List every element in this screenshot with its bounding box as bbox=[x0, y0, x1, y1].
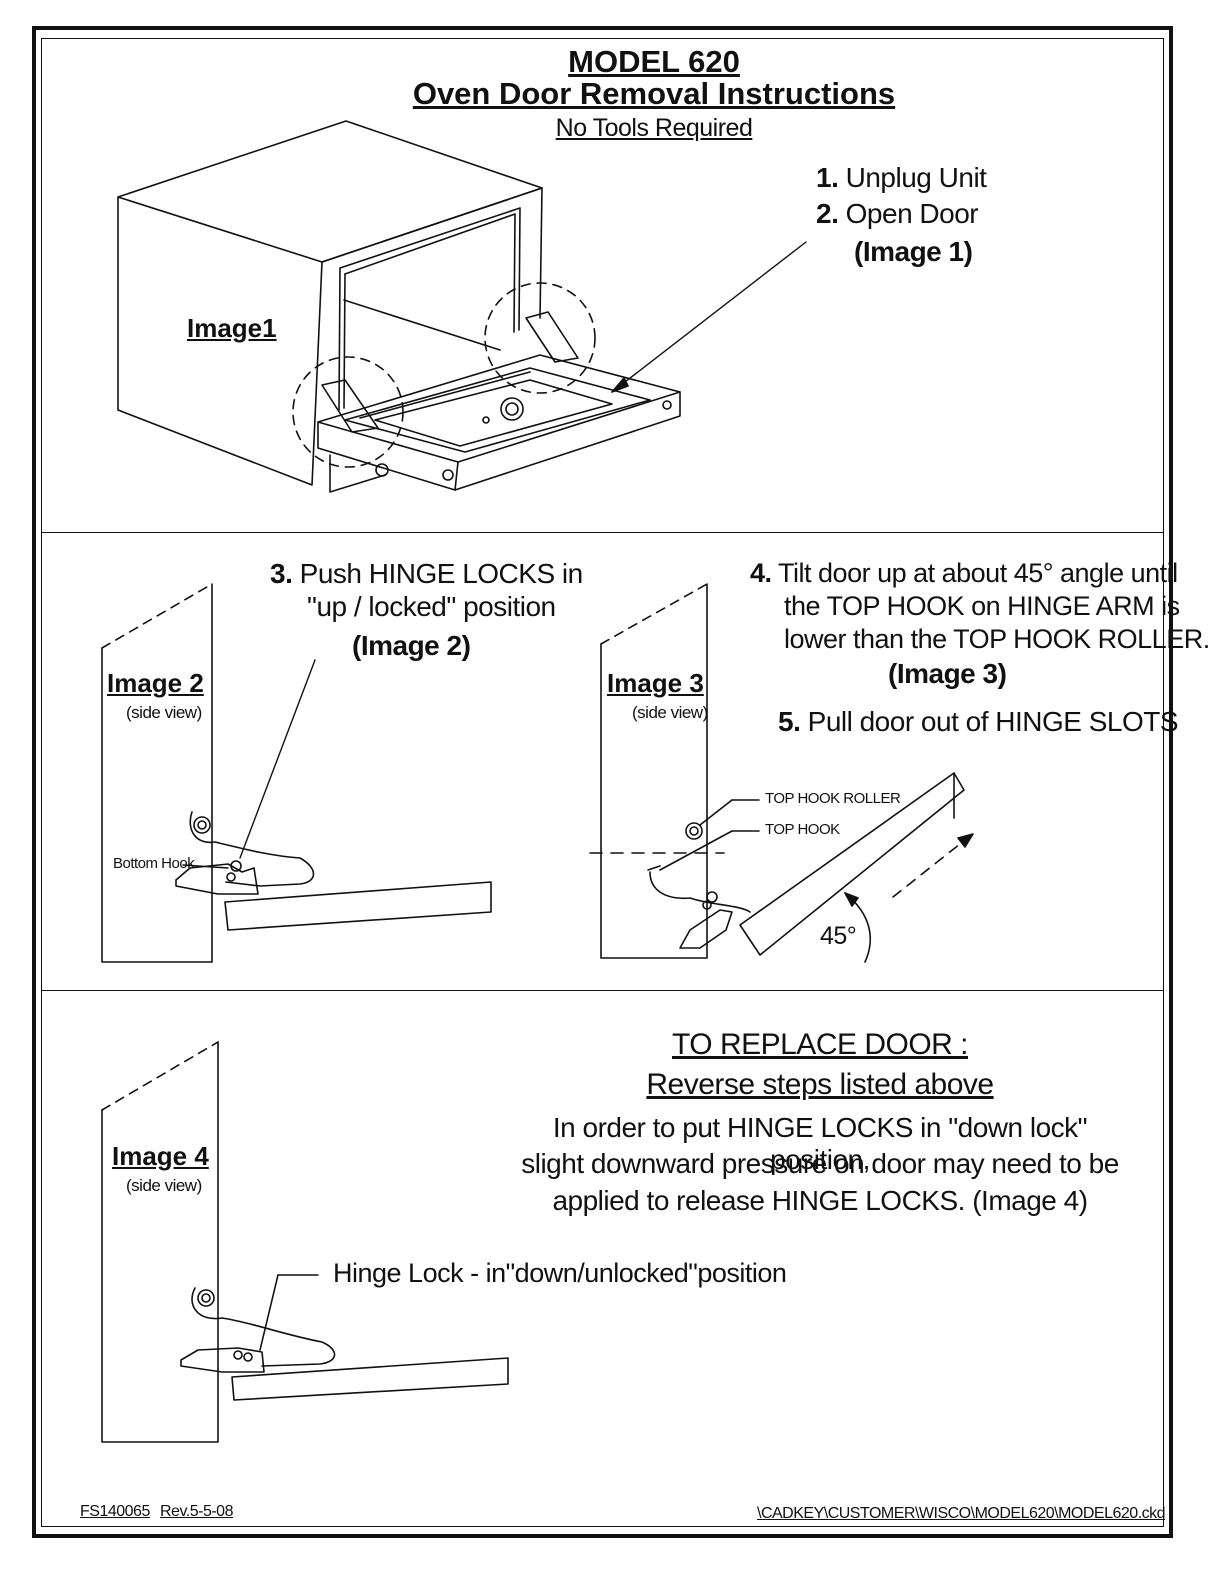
footer-revision: Rev.5-5-08 bbox=[160, 1503, 233, 1520]
footer-file-path: \CADKEY\CUSTOMER\WISCO\MODEL620\MODEL620… bbox=[757, 1505, 1166, 1522]
hinge-lock-label: Hinge Lock - in"down/unlocked"position bbox=[333, 1258, 787, 1288]
title-subtitle: No Tools Required bbox=[555, 114, 753, 142]
step-1-text: Unplug Unit bbox=[845, 162, 987, 193]
step-3-line2: "up / locked" position bbox=[307, 591, 556, 622]
step-1-number: 1. bbox=[816, 162, 839, 193]
section-divider-2 bbox=[41, 990, 1164, 991]
hinge-side-view-4 bbox=[101, 1041, 509, 1443]
step-2-image-ref: (Image 1) bbox=[854, 236, 973, 267]
title-main: Oven Door Removal Instructions bbox=[412, 76, 896, 111]
top-hook-roller-label: TOP HOOK ROLLER bbox=[765, 790, 901, 807]
replace-line-3: applied to release HINGE LOCKS. (Image 4… bbox=[552, 1185, 1088, 1216]
image2-label: Image 2 bbox=[107, 668, 204, 698]
image4-label: Image 4 bbox=[112, 1141, 209, 1171]
step-2: 2. Open Door bbox=[816, 198, 979, 230]
step-2-text: Open Door bbox=[845, 198, 979, 229]
oven-drawing bbox=[117, 120, 807, 493]
step-4-line1: 4. Tilt door up at about 45° angle until bbox=[750, 558, 1178, 589]
step-1: 1. Unplug Unit bbox=[816, 162, 987, 194]
step-3-number: 3. bbox=[270, 558, 293, 589]
step-3-image-ref: (Image 2) bbox=[352, 630, 471, 661]
title-model: MODEL 620 bbox=[568, 44, 740, 79]
step-4-text: Tilt door up at about 45° angle until bbox=[778, 558, 1178, 588]
replace-line-1: In order to put HINGE LOCKS in "down loc… bbox=[552, 1112, 1088, 1175]
image4-side-view: (side view) bbox=[126, 1176, 202, 1195]
step-3-text: Push HINGE LOCKS in bbox=[299, 558, 584, 589]
image1-label: Image1 bbox=[187, 313, 277, 343]
section-divider-1 bbox=[41, 532, 1164, 533]
image2-side-view: (side view) bbox=[126, 703, 202, 722]
inner-border bbox=[41, 38, 1164, 1527]
hinge-side-view-3 bbox=[589, 583, 974, 963]
step-2-number: 2. bbox=[816, 198, 839, 229]
replace-heading: TO REPLACE DOOR : bbox=[671, 1028, 969, 1061]
angle-label: 45° bbox=[820, 922, 857, 950]
bottom-hook-label: Bottom Hook bbox=[113, 855, 195, 872]
step-5-number: 5. bbox=[778, 706, 801, 737]
image3-side-view: (side view) bbox=[632, 703, 708, 722]
footer-form-code: FS140065 bbox=[80, 1503, 150, 1520]
step-3-line1: 3. Push HINGE LOCKS in bbox=[270, 558, 583, 590]
hinge-side-view-2 bbox=[101, 583, 492, 963]
step-4-image-ref: (Image 3) bbox=[888, 658, 1007, 689]
step-4-line2: the TOP HOOK on HINGE ARM is bbox=[784, 591, 1180, 621]
image3-label: Image 3 bbox=[607, 668, 704, 698]
step-4-line3: lower than the TOP HOOK ROLLER. bbox=[784, 624, 1210, 654]
replace-line-2: slight downward pressure on door may nee… bbox=[521, 1148, 1119, 1179]
top-hook-label: TOP HOOK bbox=[765, 821, 840, 838]
step-4-number: 4. bbox=[750, 558, 772, 588]
outer-border bbox=[32, 26, 1173, 1538]
replace-subheading: Reverse steps listed above bbox=[646, 1068, 994, 1101]
step-5: 5. Pull door out of HINGE SLOTS bbox=[778, 706, 1179, 738]
step-5-text: Pull door out of HINGE SLOTS bbox=[807, 706, 1179, 737]
